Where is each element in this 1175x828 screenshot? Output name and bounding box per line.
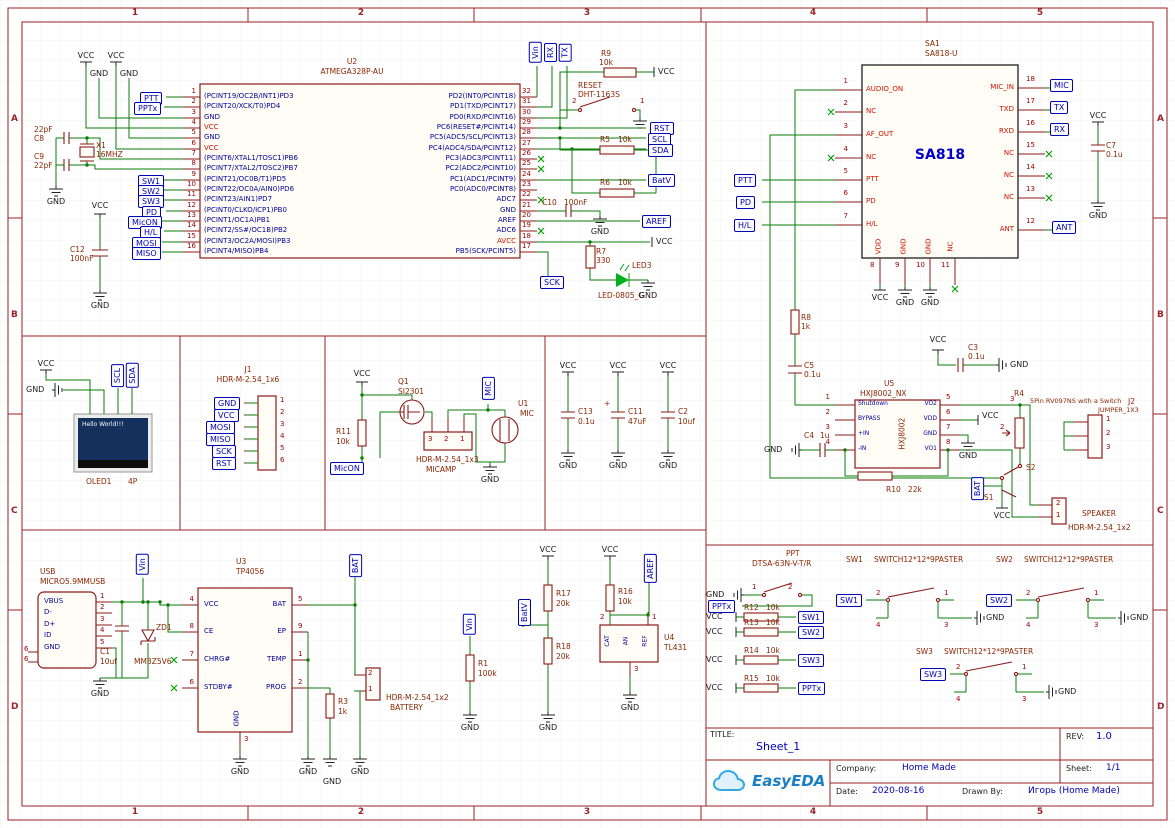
u4-tl431-body[interactable]	[599, 624, 659, 663]
sheet-frame	[7, 7, 1168, 821]
speaker-header-body[interactable]	[1051, 497, 1067, 525]
u2-atmega328p-body[interactable]	[199, 83, 521, 259]
microphone-icon	[491, 416, 519, 444]
drawn-by-value[interactable]: Игорь (Home Made)	[1028, 786, 1120, 796]
u5-hxj8002-body[interactable]	[854, 399, 941, 469]
vcc-icon	[79, 61, 93, 67]
company-value[interactable]: Home Made	[902, 763, 956, 773]
easyeda-cloud-icon	[712, 769, 746, 791]
gnd-icon	[48, 185, 64, 197]
drawn-by-label: Drawn By:	[962, 787, 1003, 796]
j2-jumper-body[interactable]	[1087, 414, 1103, 459]
company-label: Company:	[836, 764, 877, 773]
date-label: Date:	[836, 787, 858, 796]
date-value[interactable]: 2020-08-16	[872, 786, 925, 796]
u3-tp4056-body[interactable]	[197, 587, 293, 733]
rev-value[interactable]: 1.0	[1096, 731, 1112, 742]
usb-connector-body[interactable]	[37, 591, 97, 669]
j1-header-body[interactable]	[257, 395, 277, 471]
zener-diode-icon	[140, 629, 156, 645]
micamp-header-body[interactable]	[423, 431, 473, 451]
oled-display[interactable]	[73, 413, 153, 473]
component-bodies	[37, 64, 1103, 733]
switch-levers	[579, 96, 1085, 672]
led3-icon	[616, 273, 629, 287]
sheet-value[interactable]: 1/1	[1106, 763, 1121, 773]
sa1-sa818-body[interactable]	[861, 64, 1019, 259]
rev-label: REV:	[1066, 732, 1085, 741]
component-symbols	[63, 67, 1105, 719]
sheet-title[interactable]: Sheet_1	[756, 740, 801, 753]
wires	[45, 66, 1116, 756]
battery-header-body[interactable]	[365, 667, 381, 701]
no-connect-marks	[170, 108, 1053, 692]
easyeda-logo-text[interactable]: EasyEDA	[752, 772, 826, 790]
sheet-label: Sheet:	[1066, 764, 1092, 773]
title-label: TITLE:	[710, 730, 735, 739]
